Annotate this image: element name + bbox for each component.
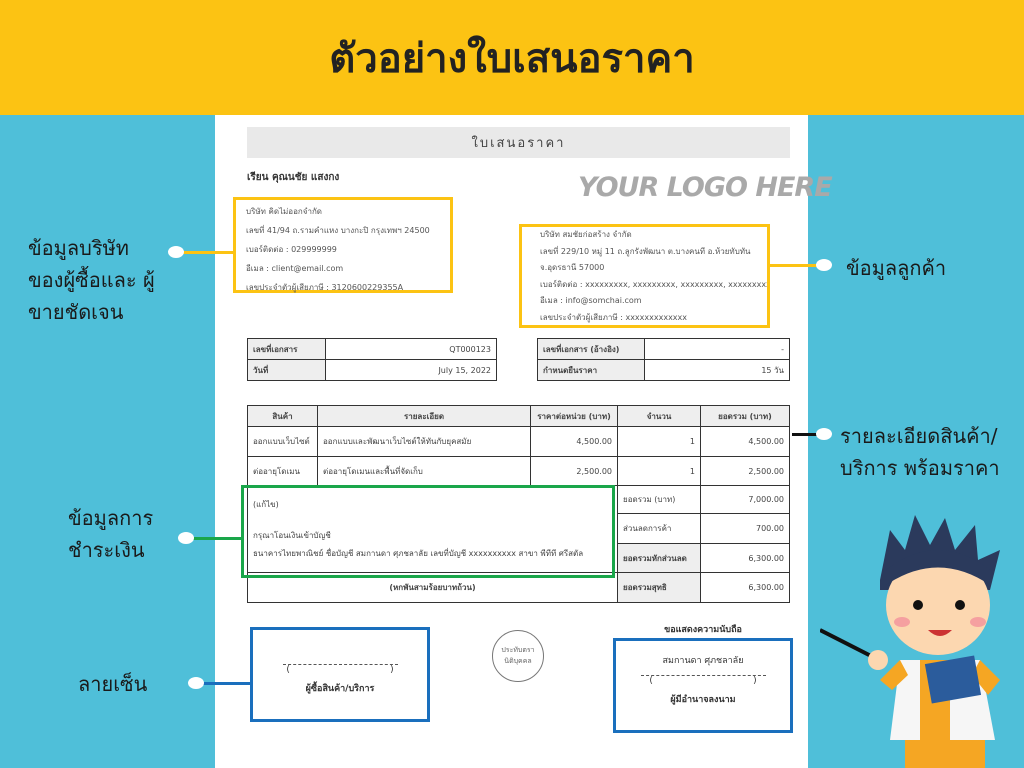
buyer-signature-box: ( ) ผู้ซื้อสินค้า/บริการ	[250, 627, 430, 722]
validity: 15 วัน	[644, 359, 790, 381]
buyer-line: เบอร์ติดต่อ : 029999999	[246, 245, 337, 254]
summary-label: ยอดรวมหักส่วนลด	[617, 543, 701, 573]
seller-line: บริษัท สมชัยก่อสร้าง จำกัด	[540, 230, 632, 239]
seller-line: เบอร์ติดต่อ : xxxxxxxxx, xxxxxxxxx, xxxx…	[540, 279, 770, 289]
annotation-customer: ข้อมูลลูกค้า	[846, 256, 947, 280]
summary-label: ยอดรวมสุทธิ	[617, 572, 701, 603]
seller-signature-label: ผู้มีอำนาจลงนาม	[670, 695, 736, 705]
connector	[792, 433, 824, 436]
signature-line: ( )	[286, 665, 394, 675]
item-total: 4,500.00	[700, 426, 790, 457]
connector	[200, 682, 250, 685]
payment-highlight	[241, 485, 615, 578]
item-qty: 1	[617, 426, 701, 457]
seller-name: สมกานดา ศุภชลาลัย	[662, 656, 744, 666]
payment-cell: (แก้ไข) กรุณาโอนเงินเข้าบัญชี ธนาคารไทยพ…	[247, 485, 618, 573]
item-qty: 1	[617, 456, 701, 486]
dot-marker	[168, 246, 184, 258]
connector	[770, 264, 824, 267]
connector	[182, 251, 234, 254]
item-price: 4,500.00	[530, 426, 618, 457]
recipient: เรียน คุณนชัย แสงกง	[247, 172, 340, 183]
summary-label: ยอดรวม (บาท)	[617, 485, 701, 514]
annotation-signature: ลายเซ็น	[78, 672, 148, 696]
column-header: จำนวน	[617, 405, 701, 427]
doc-date: July 15, 2022	[325, 359, 497, 381]
column-header: ยอดรวม (บาท)	[700, 405, 790, 427]
item-detail: ออกแบบและพัฒนาเว็บไซต์ให้ทันกับยุคสมัย	[317, 426, 531, 457]
buyer-info-box: บริษัท คิดไม่ออกจำกัด เลขที่ 41/94 ถ.ราม…	[233, 197, 453, 293]
buyer-signature-label: ผู้ซื้อสินค้า/บริการ	[305, 684, 375, 694]
info-label: เลขที่เอกสาร	[247, 338, 326, 360]
item-detail: ต่ออายุโดเมนและพื้นที่จัดเก็บ	[317, 456, 531, 486]
subtotal: 7,000.00	[700, 485, 790, 514]
item-price: 2,500.00	[530, 456, 618, 486]
ref-number: -	[644, 338, 790, 360]
dot-marker	[816, 428, 832, 440]
dot-marker	[816, 259, 832, 271]
seller-signature-box: สมกานดา ศุภชลาลัย ( ) ผู้มีอำนาจลงนาม	[613, 638, 793, 733]
column-header: รายละเอียด	[317, 405, 531, 427]
grand-total: 6,300.00	[700, 572, 790, 603]
table-row: ต่ออายุโดเมน ต่ออายุโดเมนและพื้นที่จัดเก…	[247, 456, 790, 486]
after-discount: 6,300.00	[700, 543, 790, 573]
note: (แก้ไข)	[253, 500, 279, 509]
header-banner: ตัวอย่างใบเสนอราคา	[0, 0, 1024, 115]
page-title: ตัวอย่างใบเสนอราคา	[329, 35, 695, 82]
column-header: ราคาต่อหน่วย (บาท)	[530, 405, 618, 427]
dot-marker	[178, 532, 194, 544]
buyer-line: เลขประจำตัวผู้เสียภาษี : 3120600229355A	[246, 283, 404, 292]
seller-line: จ.อุดรธานี 57000	[540, 263, 605, 272]
info-label: กำหนดยืนราคา	[537, 359, 645, 381]
items-table: สินค้า รายละเอียด ราคาต่อหน่วย (บาท) จำน…	[247, 405, 790, 603]
buyer-line: เลขที่ 41/94 ถ.รามคำแหง บางกะปิ กรุงเทพฯ…	[246, 226, 430, 235]
item-product: ออกแบบเว็บไซต์	[247, 426, 318, 457]
discount: 700.00	[700, 513, 790, 544]
buyer-line: อีเมล : client@email.com	[246, 264, 344, 273]
doc-number: QT000123	[325, 338, 497, 360]
seller-line: เลขประจำตัวผู้เสียภาษี : xxxxxxxxxxxxx	[540, 312, 688, 322]
seller-info-box: บริษัท สมชัยก่อสร้าง จำกัด เลขที่ 229/10…	[519, 224, 770, 328]
annotation-payment: ข้อมูลการ ชำระเงิน	[68, 506, 154, 562]
company-stamp: ประทับตรา นิติบุคคล	[492, 630, 544, 682]
column-header: สินค้า	[247, 405, 318, 427]
document-heading: ใบเสนอราคา	[247, 127, 790, 158]
seller-line: อีเมล : info@somchai.com	[540, 296, 642, 305]
payment-instruction: กรุณาโอนเงินเข้าบัญชี	[253, 531, 331, 540]
buyer-line: บริษัท คิดไม่ออกจำกัด	[246, 207, 322, 216]
signature-line: ( )	[649, 676, 757, 686]
info-label: เลขที่เอกสาร (อ้างอิง)	[537, 338, 645, 360]
info-label: วันที่	[247, 359, 326, 381]
annotation-items: รายละเอียดสินค้า/ บริการ พร้อมราคา	[840, 424, 1000, 480]
table-row: ออกแบบเว็บไซต์ ออกแบบและพัฒนาเว็บไซต์ให้…	[247, 426, 790, 457]
summary-label: ส่วนลดการค้า	[617, 513, 701, 544]
cartoon-teacher-illustration	[820, 515, 1000, 768]
dot-marker	[188, 677, 204, 689]
item-total: 2,500.00	[700, 456, 790, 486]
annotation-company: ข้อมูลบริษัท ของผู้ซื้อและ ผู้ขายชัดเจน	[28, 236, 155, 324]
regards: ขอแสดงความนับถือ	[664, 625, 742, 635]
item-product: ต่ออายุโดเมน	[247, 456, 318, 486]
seller-line: เลขที่ 229/10 หมู่ 11 ถ.ลูกรังพัฒนา ต.บา…	[540, 246, 751, 256]
connector	[190, 537, 242, 540]
logo-placeholder: YOUR LOGO HERE	[578, 172, 833, 203]
bank-account: ธนาคารไทยพาณิชย์ ชื่อบัญชี สมกานดา ศุภชล…	[253, 549, 584, 558]
